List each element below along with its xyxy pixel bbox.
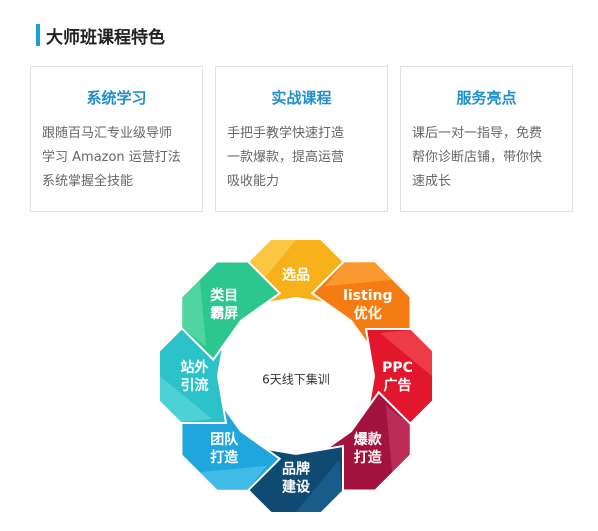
wheel-segment-label: 类目霸屏: [210, 287, 238, 322]
wheel-segment-highlight: [385, 404, 410, 473]
wheel-center-label: 6天线下集训: [262, 372, 330, 387]
card-title: 实战课程: [271, 89, 332, 107]
card-description: 跟随百马汇专业级导师 学习 Amazon 运营打法 系统掌握全技能: [42, 126, 181, 189]
wheel-segment-highlight: [182, 279, 207, 348]
wheel-segment-highlight: [160, 376, 212, 422]
wheel-segment-label: 爆款打造: [354, 431, 383, 466]
wheel-segment-highlight: [199, 465, 268, 490]
card-title: 服务亮点: [456, 89, 517, 107]
feature-card-service-highlights: 服务亮点 课后一对一指导，免费 帮你诊断店铺，带你快 速成长: [400, 66, 573, 212]
card-description: 手把手教学快速打造 一款爆款，提高运营 吸收能力: [227, 126, 345, 189]
section-header: 大师班课程特色: [36, 24, 165, 48]
feature-card-system-learning: 系统学习 跟随百马汇专业级导师 学习 Amazon 运营打法 系统掌握全技能: [30, 66, 203, 212]
wheel-segment-label: 品牌建设: [282, 461, 311, 496]
feature-card-practical-course: 实战课程 手把手教学快速打造 一款爆款，提高运营 吸收能力: [215, 66, 388, 212]
wheel-segment-highlight: [380, 330, 432, 376]
wheel-segment-label: 站外引流: [181, 359, 209, 394]
wheel-segment-label: 团队打造: [210, 431, 239, 466]
wheel-segment-highlight: [296, 460, 342, 512]
card-description: 课后一对一指导，免费 帮你诊断店铺，带你快 速成长: [412, 126, 543, 189]
wheel-center: [240, 320, 352, 432]
wheel-segment-category-domination: [180, 260, 282, 362]
title-accent-bar: [36, 24, 40, 46]
wheel-segment-shape: [180, 260, 282, 362]
section-title: 大师班课程特色: [46, 27, 165, 48]
wheel-segment-highlight: [324, 262, 393, 287]
wheel-segment-label: 选品: [282, 267, 310, 284]
card-title: 系统学习: [86, 89, 147, 107]
